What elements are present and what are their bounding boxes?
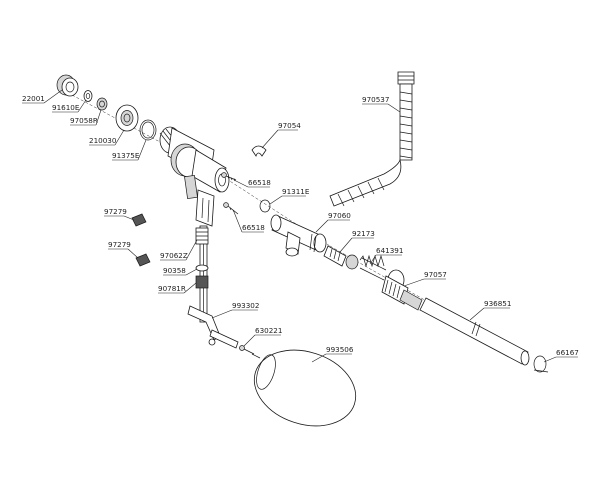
label-97058r: 97058R [70, 116, 98, 125]
label-970537: 970537 [362, 95, 389, 104]
callout-66518-lower: 66518 [233, 211, 265, 233]
label-90781r: 90781R [158, 284, 186, 293]
callout-91375e: 91375E [112, 139, 147, 161]
part-90781r-nut [195, 275, 209, 289]
callout-630221: 630221 [243, 326, 282, 347]
part-641391-spring [359, 254, 387, 281]
callout-97060: 97060 [315, 211, 351, 233]
label-91311e: 91311E [282, 187, 310, 196]
callout-66518-upper: 66518 [233, 178, 271, 188]
label-630221: 630221 [255, 326, 282, 335]
callout-22001: 22001 [22, 89, 63, 104]
label-97279-upper: 97279 [104, 207, 127, 216]
callout-97062z: 97062Z [160, 239, 198, 261]
label-91610e: 91610E [52, 103, 80, 112]
callout-210030: 210030 [89, 129, 125, 146]
label-641391: 641391 [376, 246, 403, 255]
callout-641391: 641391 [369, 246, 403, 265]
part-91375e-ring [139, 119, 157, 141]
part-97058r-nut [96, 97, 108, 111]
callout-labels: 22001 91610E 97058R 210030 91375E 97054 [22, 89, 579, 363]
part-97279-clip-b [135, 253, 151, 267]
callout-66167: 66167 [543, 348, 579, 363]
callout-993302: 993302 [211, 301, 259, 319]
part-970537-hose [329, 71, 415, 207]
callout-936851: 936851 [469, 299, 511, 321]
callout-993506: 993506 [311, 345, 354, 363]
label-66518-upper: 66518 [248, 178, 271, 187]
part-993506-float [251, 349, 357, 427]
part-97057-coupling [381, 269, 423, 311]
part-22001-nut [56, 74, 79, 97]
label-90358: 90358 [163, 266, 186, 275]
callout-97279-upper: 97279 [104, 207, 135, 221]
label-97279-lower: 97279 [108, 240, 131, 249]
part-float-arm-bracket [195, 189, 215, 323]
label-97060: 97060 [328, 211, 351, 220]
part-66167-clamp [533, 355, 549, 373]
callout-91610e: 91610E [52, 99, 87, 113]
part-66518-screw-a [221, 172, 237, 182]
parts-drawing [56, 71, 549, 427]
label-66167: 66167 [556, 348, 579, 357]
label-91375e: 91375E [112, 151, 140, 160]
part-936851-pipe [419, 297, 530, 366]
label-66518-lower: 66518 [242, 223, 265, 232]
part-97279-clip-a [131, 213, 147, 227]
callout-97057: 97057 [403, 270, 447, 287]
label-97057: 97057 [424, 270, 447, 279]
label-92173: 92173 [352, 229, 375, 238]
callout-97279-lower: 97279 [108, 240, 139, 259]
label-210030: 210030 [89, 136, 117, 145]
label-993506: 993506 [326, 345, 354, 354]
part-630221-screw [239, 345, 255, 355]
part-97062z-nipple [195, 227, 209, 245]
label-993302: 993302 [232, 301, 259, 310]
callout-92173: 92173 [339, 229, 375, 253]
part-valve-body [159, 126, 230, 199]
label-97062z: 97062Z [160, 251, 188, 260]
part-66518-screw-b [223, 202, 239, 215]
part-97054-clip [251, 145, 267, 157]
label-97054: 97054 [278, 121, 301, 130]
label-22001: 22001 [22, 94, 45, 103]
part-993302-float-arm [187, 305, 239, 349]
label-936851: 936851 [484, 299, 511, 308]
callout-91311e: 91311E [269, 187, 310, 205]
part-92173-nozzle [323, 245, 359, 270]
part-90358-washer [195, 264, 209, 272]
callout-97058r: 97058R [70, 109, 102, 126]
part-97060-tee [270, 214, 327, 257]
callout-97054: 97054 [261, 121, 301, 149]
part-210030-flange [115, 104, 139, 132]
part-91610e-washer [83, 90, 93, 102]
callout-90358: 90358 [163, 266, 198, 276]
callout-970537: 970537 [362, 95, 401, 113]
callout-90781r: 90781R [158, 282, 197, 294]
part-91311e-ring [259, 199, 271, 213]
